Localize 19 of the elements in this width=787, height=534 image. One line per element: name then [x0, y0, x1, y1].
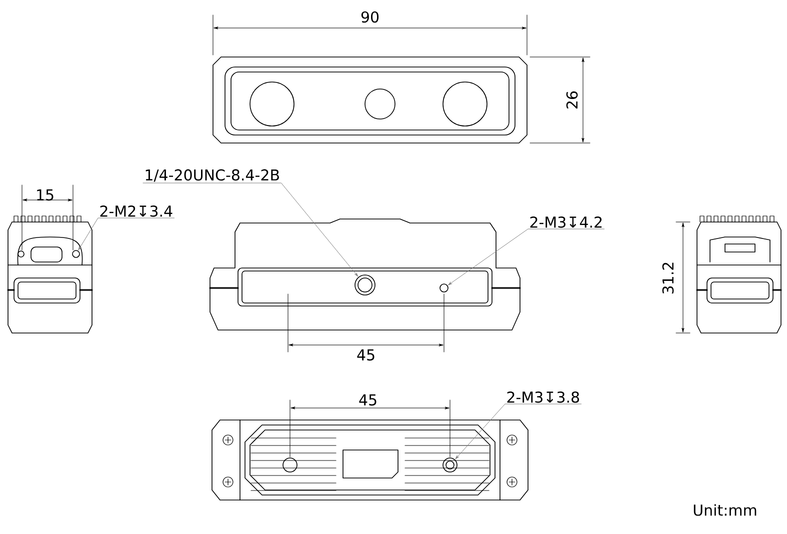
leader-line — [455, 404, 582, 460]
mounting-hole — [442, 458, 458, 472]
leader-line — [142, 182, 358, 277]
leader-line — [78, 218, 175, 250]
dimension-label: 26 — [566, 91, 578, 108]
dimension-label: 90 — [361, 11, 379, 23]
dimension-label: 15 — [37, 189, 54, 201]
callout-text: 2-M3↧4.2 — [530, 216, 602, 228]
mounting-hole — [440, 284, 448, 292]
callout-text: 1/4-20UNC-8.4-2B — [146, 169, 279, 182]
dimension-label: 45 — [357, 349, 374, 361]
unit-note: Unit:mm — [694, 504, 756, 516]
dimension-label: 31.2 — [662, 262, 674, 294]
dimension-label: 45 — [359, 394, 376, 406]
mounting-hole — [354, 274, 376, 296]
callout-text: 2-M3↧3.8 — [507, 391, 580, 403]
mounting-hole — [72, 250, 80, 258]
leader-line — [448, 228, 605, 286]
callout-text: 2-M2↧3.4 — [100, 205, 172, 217]
